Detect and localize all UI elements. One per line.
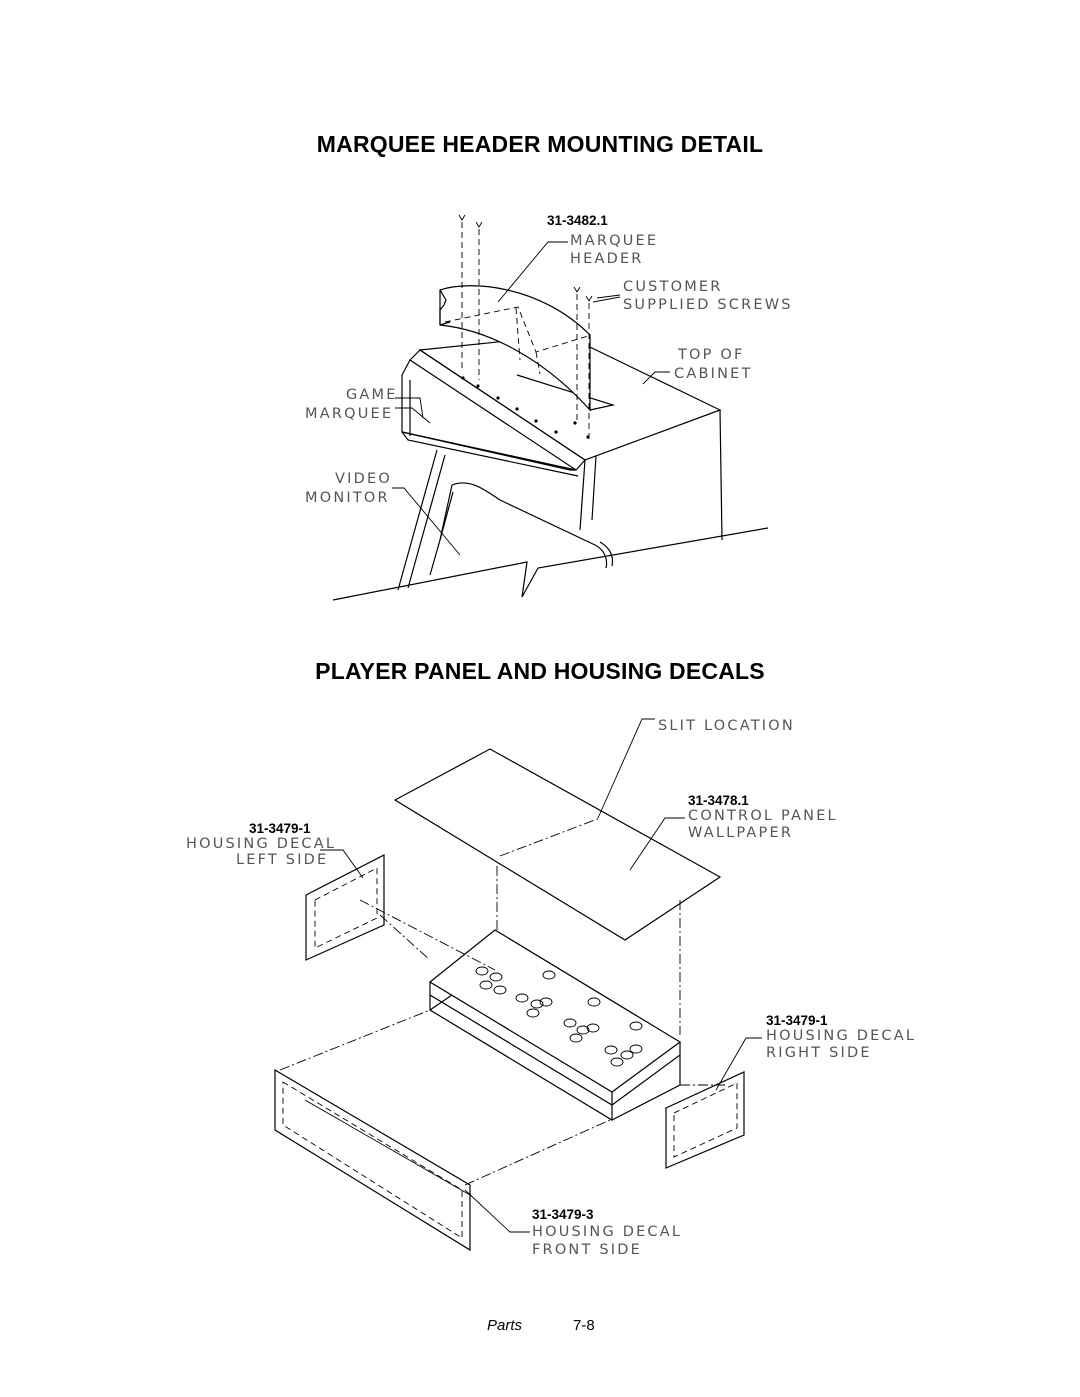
cabinet-drawing <box>332 334 769 601</box>
front-housing-decal <box>274 1068 530 1252</box>
game-label-1: GAME <box>346 387 398 403</box>
left-part-number: 31-3479-1 <box>249 821 311 836</box>
front-label-1: HOUSING DECAL <box>532 1224 682 1240</box>
video-label-2: MONITOR <box>305 490 390 506</box>
front-part-number: 31-3479-3 <box>532 1207 594 1222</box>
slit-line <box>499 718 655 857</box>
marquee-section-title: MARQUEE HEADER MOUNTING DETAIL <box>316 131 764 157</box>
video-label-1: VIDEO <box>335 471 392 487</box>
wallpaper-label-2: WALLPAPER <box>688 825 793 841</box>
wallpaper-part-number: 31-3478.1 <box>688 793 749 808</box>
right-label-1: HOUSING DECAL <box>766 1028 916 1044</box>
left-housing-decal <box>305 849 385 961</box>
right-part-number: 31-3479-1 <box>766 1013 828 1028</box>
right-label-2: RIGHT SIDE <box>766 1045 872 1061</box>
header-part-number: 31-3482.1 <box>547 213 608 228</box>
footer-section-name: Parts <box>487 1317 523 1334</box>
panel-buttons <box>475 966 643 1067</box>
screws-label-1: CUSTOMER <box>623 279 723 295</box>
right-housing-decal <box>665 1037 762 1169</box>
marquee-header-panel <box>439 285 591 412</box>
marquee-leader-lines <box>392 241 670 556</box>
header-label-1: MARQUEE <box>570 233 658 249</box>
top-label-1: TOP OF <box>677 347 745 363</box>
wallpaper-leader <box>629 817 685 871</box>
front-label-2: FRONT SIDE <box>532 1242 642 1258</box>
left-label-2: LEFT SIDE <box>236 852 328 868</box>
game-label-2: MARQUEE <box>305 406 393 422</box>
wallpaper-label-1: CONTROL PANEL <box>688 808 838 824</box>
decals-section-title: PLAYER PANEL AND HOUSING DECALS <box>315 658 765 684</box>
page-footer: Parts 7-8 <box>0 1317 1080 1341</box>
control-panel-drawing <box>279 866 725 1186</box>
screw-icons <box>458 214 593 440</box>
wallpaper-sheet <box>393 748 722 941</box>
left-label-1: HOUSING DECAL <box>186 836 336 852</box>
slit-label: SLIT LOCATION <box>658 718 795 734</box>
footer-page-number: 7-8 <box>573 1317 595 1334</box>
header-label-2: HEADER <box>570 251 644 267</box>
top-label-2: CABINET <box>674 366 753 382</box>
screws-label-2: SUPPLIED SCREWS <box>623 297 793 313</box>
